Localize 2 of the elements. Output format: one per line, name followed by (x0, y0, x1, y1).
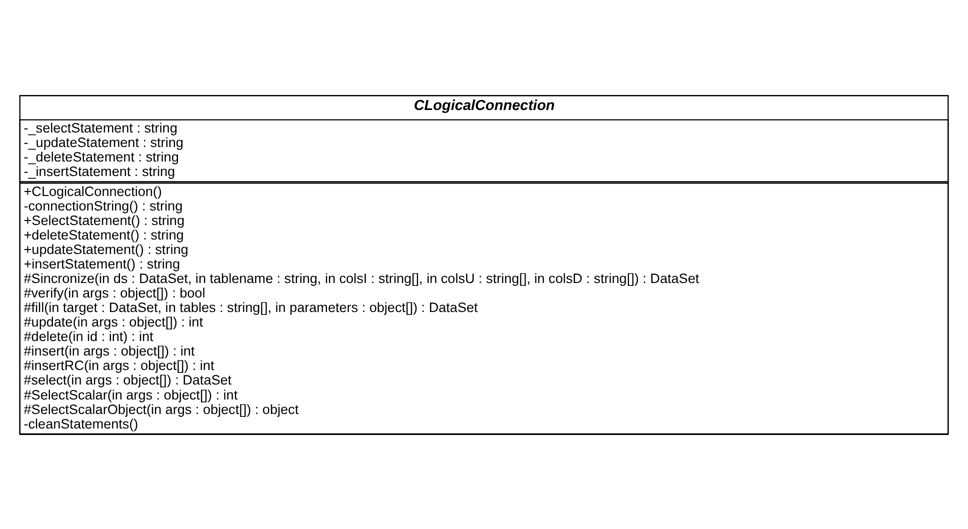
node-box: +CLogicalConnection() -connectionString() : string +SelectStatement() : string +deleteStatement() : string +updateStatement() : string +insertStatement() : string #Sincronize(in ds : DataSet, in tablename : string, in colsI : string[], in colsU : string[], in colsD : string[]) : DataSet #verify(in args : object[]) : bool #fill(in target : DataSet, in tables : string[], in parameters : object[]) : DataSet #update(in args : object[]) : int #delete(in id : int) : int #insert(in args : object[]) : int #insertRC(in args : object[]) : int #select(in args : object[]) : DataSet #SelectScalar(in args : object[]) : int #SelectScalarObject(in args : object[]) : object -cleanStatements() (19, 182, 949, 434)
node-box: -_selectStatement : string -_updateStatement : string -_deleteStatement : string -_insertStatement : string (19, 118, 949, 182)
